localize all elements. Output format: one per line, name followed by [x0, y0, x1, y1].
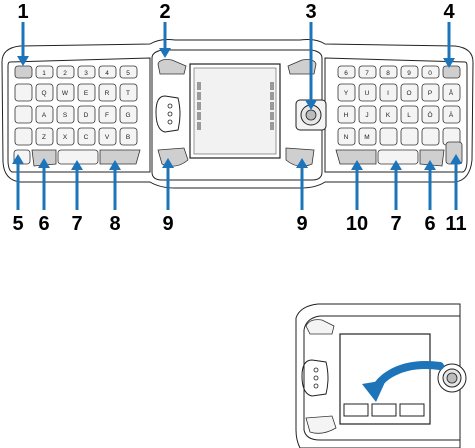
battery-icon [270, 82, 274, 130]
key-label: 4 [105, 70, 109, 77]
soft-key-middle[interactable] [372, 404, 396, 416]
callout-number: 9 [296, 213, 307, 235]
backspace-icon[interactable] [443, 66, 460, 78]
key-label: W [62, 90, 69, 97]
key-label: M [364, 134, 369, 141]
key[interactable] [380, 128, 397, 145]
menu-key-icon[interactable] [306, 320, 334, 334]
key-label: 0 [428, 70, 432, 77]
key-label: Ä [449, 111, 454, 119]
menu-key-icon[interactable] [158, 60, 186, 75]
key-label: B [126, 134, 130, 141]
key-label: 1 [42, 70, 46, 77]
key-label: 2 [63, 70, 67, 77]
key-label: G [125, 112, 130, 119]
callout-number: 3 [305, 1, 316, 23]
callout-number: 6 [424, 213, 435, 235]
key-label: X [63, 134, 68, 141]
key-label: O [406, 90, 411, 97]
callout-number: 2 [159, 1, 170, 23]
key-label: Q [41, 90, 46, 97]
callout-number: 10 [346, 213, 368, 235]
key-label: A [42, 112, 47, 119]
phone-closed-diagram [296, 304, 466, 448]
key[interactable] [15, 84, 32, 101]
callout-numbers-top: 1 2 3 4 [17, 1, 455, 23]
call-key-icon[interactable] [158, 148, 188, 166]
space-bar-icon[interactable] [378, 150, 418, 164]
display-inner [194, 68, 276, 154]
key-label: P [428, 90, 432, 97]
key[interactable] [422, 128, 439, 145]
key-label: Ö [427, 111, 432, 119]
key-label: R [105, 90, 110, 97]
key-label: 7 [365, 70, 369, 77]
callout-number: 7 [71, 213, 82, 235]
key-label: 5 [126, 70, 130, 77]
key-label: Å [449, 88, 454, 97]
left-keys [14, 66, 140, 166]
key-label: S [63, 112, 68, 119]
key[interactable] [100, 150, 140, 164]
call-key-icon[interactable] [306, 416, 336, 433]
phone-open-diagram: 1 2 3 4 5 Q W E R T A S D F G Z X C V B [2, 40, 473, 189]
callout-number: 8 [109, 213, 120, 235]
key-label: Y [344, 90, 349, 97]
key[interactable] [401, 128, 418, 145]
callout-numbers-bottom: 5 6 7 8 9 9 10 7 6 11 [12, 213, 466, 235]
callout-number: 4 [443, 1, 455, 23]
key-label: 9 [407, 70, 411, 77]
key[interactable] [15, 128, 32, 145]
right-keys [336, 66, 462, 166]
key-label: L [407, 112, 411, 119]
key-label: V [105, 134, 110, 141]
key-label: D [84, 112, 89, 119]
key[interactable] [15, 106, 32, 123]
soft-key-right[interactable] [400, 404, 424, 416]
key-label: 3 [84, 70, 88, 77]
callout-number: 5 [12, 213, 23, 235]
key[interactable] [15, 66, 32, 78]
key-label: 8 [386, 70, 390, 77]
key-label: 6 [344, 70, 348, 77]
soft-key-left[interactable] [344, 404, 368, 416]
key-label: E [84, 90, 89, 97]
callout-number: 1 [17, 1, 28, 23]
key-label: J [365, 112, 368, 119]
key-label: N [344, 134, 349, 141]
speaker-grille [302, 360, 328, 396]
callout-number: 7 [390, 213, 401, 235]
key-label: K [386, 112, 391, 119]
callout-number: 6 [38, 213, 49, 235]
key-label: I [387, 90, 389, 97]
key-label: F [105, 112, 109, 119]
key-label: T [126, 90, 130, 97]
key-label: H [344, 112, 349, 119]
signal-bars-icon [197, 82, 201, 130]
callout-number: 9 [162, 213, 173, 235]
key-label: Z [42, 134, 46, 141]
callout-number: 11 [445, 213, 466, 235]
key-label: U [365, 90, 370, 97]
key-label: C [84, 134, 89, 141]
